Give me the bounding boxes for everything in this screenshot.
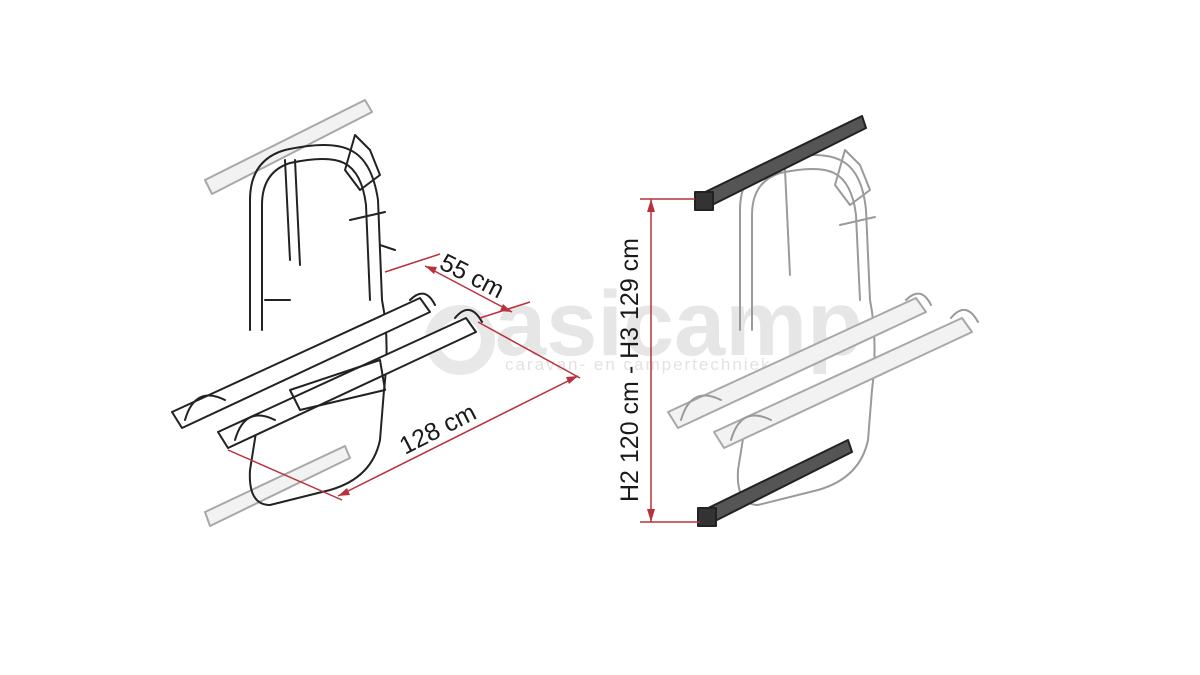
depth-label: 55 cm (435, 248, 508, 304)
height-dimension: H2 120 cm - H3 129 cm (616, 198, 700, 523)
watermark-tagline: caravan- en campertechniek (505, 355, 772, 374)
bottom-mount-rail (204, 445, 351, 527)
left-bike-rack (171, 99, 483, 527)
height-label: H2 120 cm - H3 129 cm (616, 238, 644, 502)
bike-rail-front (171, 297, 431, 429)
width-label: 128 cm (395, 398, 481, 460)
bike-rail-rear (217, 317, 477, 449)
bottom-mount-rail (699, 439, 853, 527)
top-mount-rail (204, 99, 373, 195)
right-bike-rack (667, 115, 979, 527)
